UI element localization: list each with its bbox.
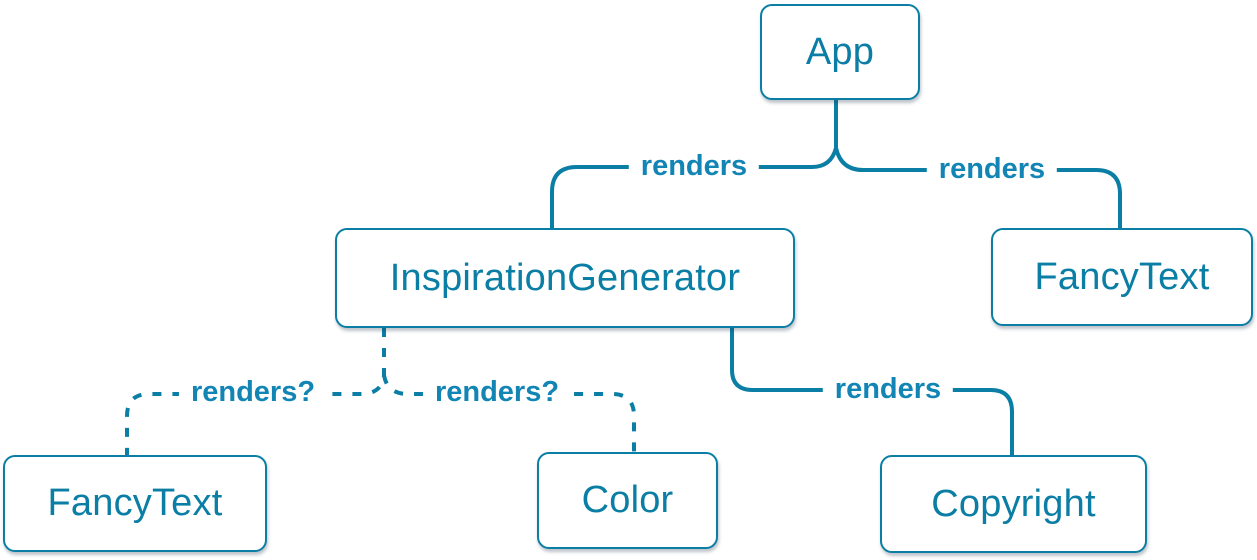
node-color-label: Color <box>581 479 674 521</box>
edge-label-renders-conditional-fancy-text: renders? <box>178 376 328 410</box>
node-color: Color <box>537 452 718 549</box>
node-inspiration-generator: InspirationGenerator <box>335 228 795 328</box>
edge-inspiration-generator-to-color <box>382 374 636 452</box>
edge-label-renders-copyright: renders <box>822 373 954 407</box>
node-fancy-text-top-label: FancyText <box>1034 255 1210 298</box>
node-app-label: App <box>805 30 875 73</box>
node-app: App <box>760 4 920 100</box>
edge-label-renders-app-to-fancy-text: renders <box>926 153 1058 187</box>
node-copyright-label: Copyright <box>931 482 1096 525</box>
node-fancy-text-top: FancyText <box>991 228 1253 326</box>
node-inspiration-generator-label: InspirationGenerator <box>389 256 741 299</box>
edge-label-renders-app-to-inspiration-generator: renders <box>628 150 760 184</box>
node-fancy-text-bottom: FancyText <box>3 455 267 552</box>
node-fancy-text-bottom-label: FancyText <box>47 482 223 524</box>
edge-label-renders-conditional-color: renders? <box>422 376 572 410</box>
node-copyright: Copyright <box>880 455 1147 553</box>
